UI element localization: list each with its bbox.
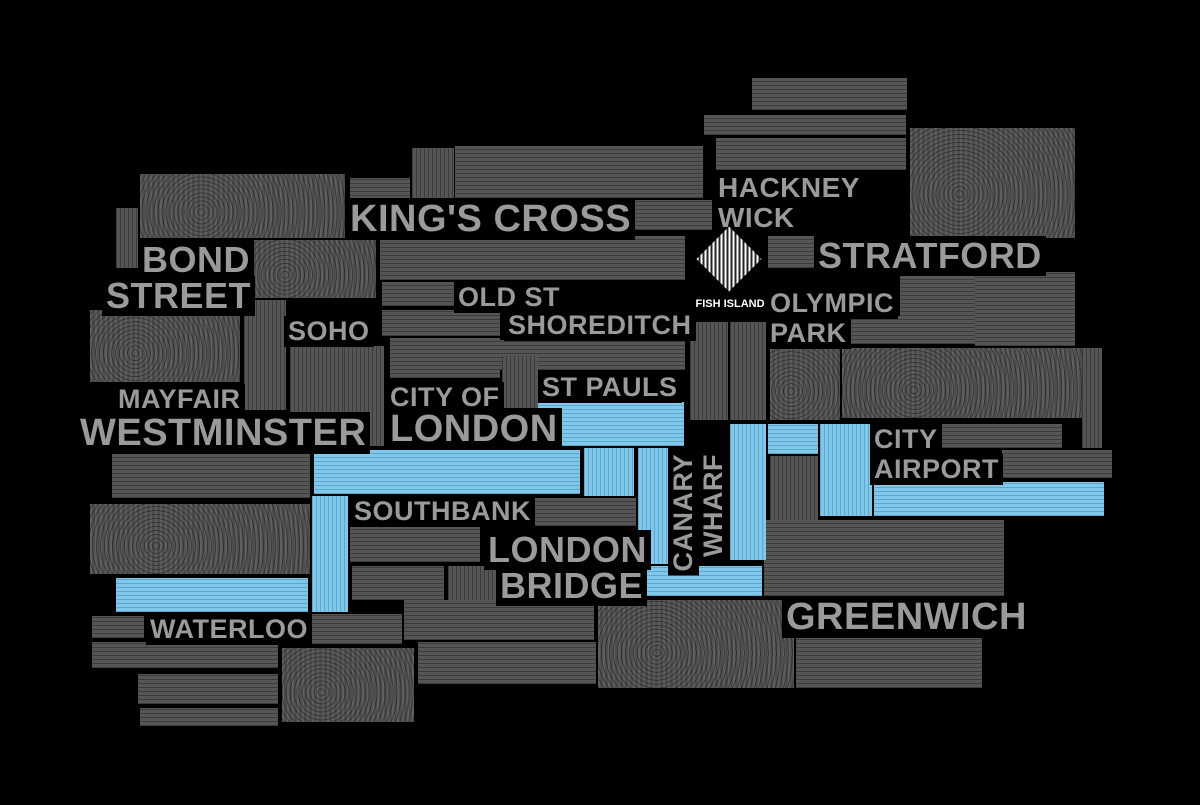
block (90, 504, 310, 574)
label-wharf: WHARF (698, 450, 729, 561)
block (528, 498, 636, 526)
block (730, 318, 766, 420)
block (138, 674, 278, 704)
highlight-block (768, 424, 818, 454)
block (350, 178, 410, 200)
block (282, 648, 414, 722)
label-kings-cross: KING'S CROSS (346, 198, 636, 240)
highlight-block (116, 578, 308, 612)
block (1082, 348, 1102, 448)
block (1002, 450, 1112, 478)
block (92, 616, 144, 638)
label-olympic: OLYMPIC (766, 288, 899, 319)
label-shoreditch: SHOREDITCH (504, 310, 696, 341)
highlight-block (874, 482, 1104, 516)
block (350, 526, 480, 562)
block (716, 138, 906, 170)
block (975, 302, 1075, 346)
block (768, 236, 818, 268)
block (598, 600, 794, 688)
block (704, 115, 906, 135)
fish-island-logo: FISH ISLAND (692, 226, 768, 322)
block (796, 632, 982, 688)
label-london-bridge-2: BRIDGE (496, 566, 648, 606)
block (404, 600, 594, 640)
block (412, 148, 454, 200)
highlight-block (312, 496, 348, 612)
block (502, 356, 538, 408)
label-street: STREET (102, 276, 256, 316)
block (92, 642, 278, 668)
block (290, 346, 344, 416)
fish-island-diamond-icon (696, 226, 762, 292)
logo-text: FISH ISLAND (695, 298, 765, 310)
block (90, 310, 240, 382)
highlight-block (638, 566, 762, 596)
block (310, 614, 402, 644)
block (418, 642, 596, 684)
block (380, 236, 685, 280)
block (390, 338, 500, 378)
block (455, 146, 703, 198)
label-bond: BOND (138, 240, 254, 280)
block (116, 208, 138, 268)
block (900, 272, 975, 316)
label-old-st: OLD ST (454, 282, 564, 313)
label-london: LONDON (386, 408, 562, 450)
label-waterloo: WATERLOO (146, 614, 312, 645)
label-airport: AIRPORT (870, 454, 1003, 485)
highlight-block (314, 450, 580, 494)
block (140, 708, 278, 726)
label-stratford: STRATFORD (814, 236, 1046, 276)
highlight-block (638, 448, 668, 564)
block (770, 348, 840, 420)
block (246, 240, 376, 298)
block (770, 456, 818, 520)
label-park: PARK (766, 318, 851, 349)
label-hackney: HACKNEY (714, 172, 864, 204)
block (845, 316, 975, 344)
label-st-pauls: ST PAULS (538, 372, 682, 403)
block (352, 566, 444, 600)
label-westminster: WESTMINSTER (76, 412, 371, 454)
highlight-block (538, 402, 684, 446)
label-mayfair: MAYFAIR (114, 384, 245, 415)
block (752, 78, 907, 110)
block (910, 128, 1075, 238)
block (764, 520, 1004, 596)
block (975, 272, 1075, 302)
block (140, 174, 345, 238)
label-soho: SOHO (284, 316, 374, 347)
highlight-block (820, 424, 872, 516)
label-city: CITY (870, 424, 942, 455)
highlight-block (584, 448, 634, 496)
block (690, 318, 728, 420)
block (940, 424, 1062, 448)
highlight-block (730, 424, 766, 560)
block (382, 310, 500, 336)
block (842, 348, 1082, 418)
block (112, 452, 310, 498)
label-city-of: CITY OF (386, 382, 504, 413)
label-canary: CANARY (668, 450, 699, 576)
label-greenwich: GREENWICH (782, 596, 1031, 638)
label-london-bridge-1: LONDON (484, 530, 651, 570)
block (244, 300, 286, 410)
label-southbank: SOUTHBANK (350, 496, 535, 527)
block (382, 282, 457, 306)
